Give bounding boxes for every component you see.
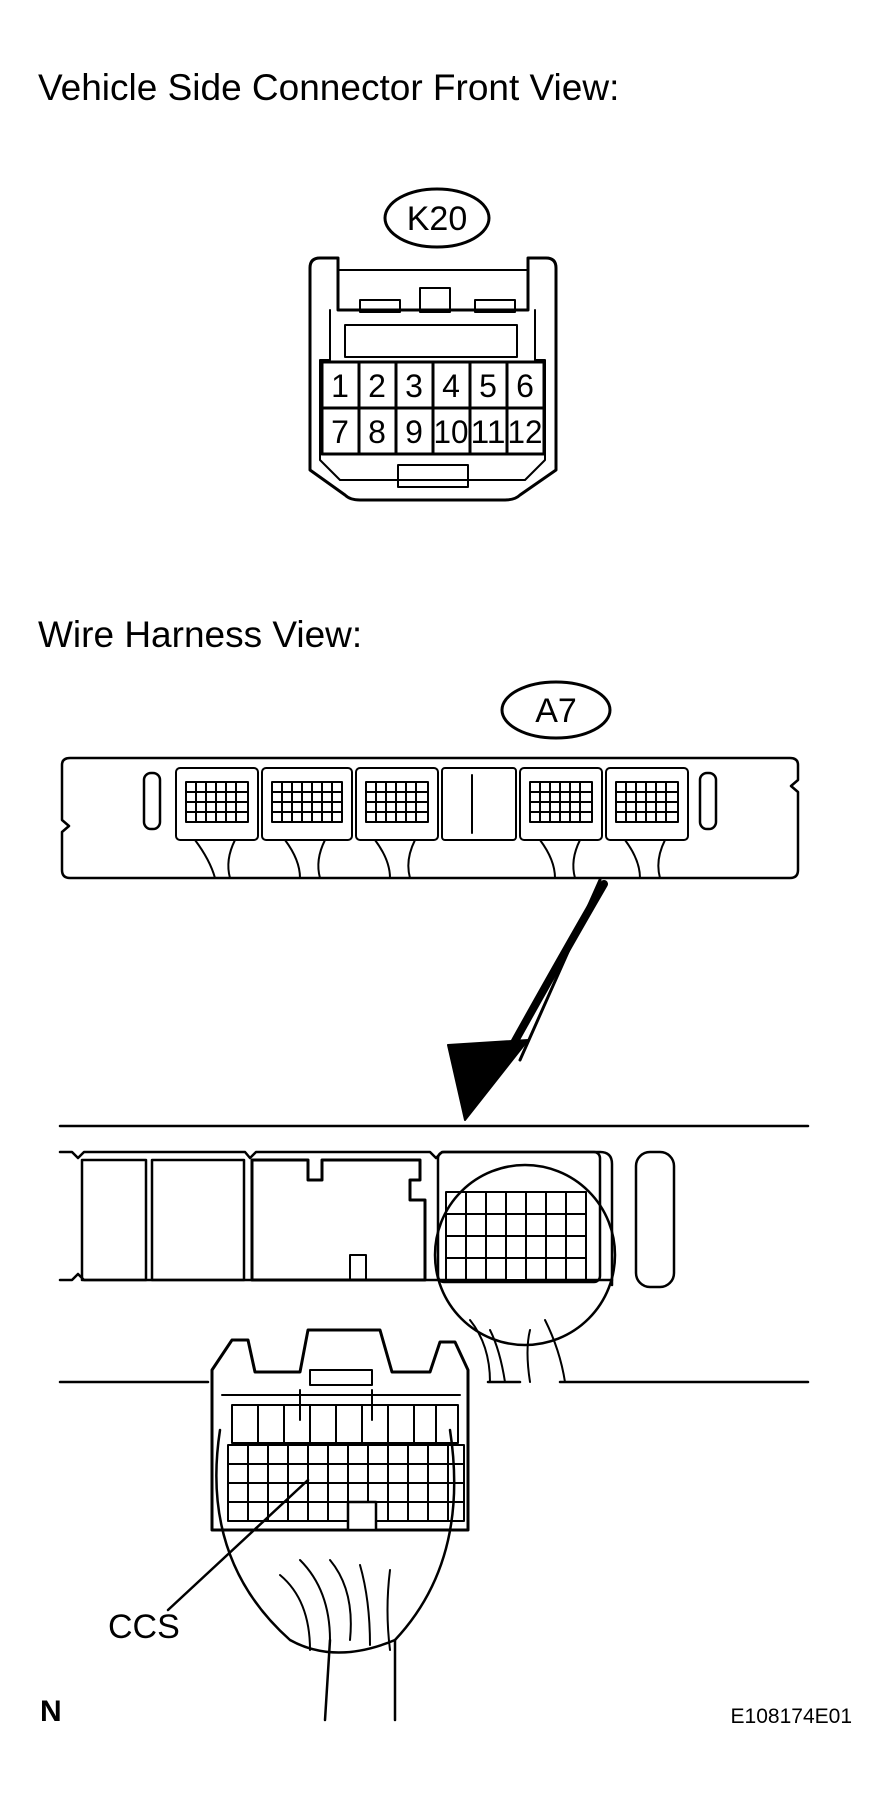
a7-connector-socket (436, 1150, 602, 1284)
k20-pin-1: 1 (331, 368, 349, 404)
k20-body (308, 256, 558, 502)
ecu-connector-2 (261, 767, 353, 841)
a7-harness-connector (166, 1328, 470, 1722)
front-view-heading: Vehicle Side Connector Front View: (38, 67, 620, 108)
ecu-empty-slot (441, 767, 517, 841)
a7-label-oval (500, 680, 612, 740)
a7-label: A7 (535, 692, 577, 730)
ccs-callout: CCS (108, 1608, 180, 1646)
k20-label: K20 (407, 200, 468, 238)
k20-pin-11: 11 (471, 414, 506, 450)
ecu-connector-4 (519, 767, 603, 841)
harness-view-heading: Wire Harness View: (38, 614, 363, 655)
a7-ecu-overview: A7 (60, 680, 800, 880)
corner-mark: N (40, 1695, 62, 1728)
zoom-arrow (447, 878, 608, 1121)
ccs-leader-line (166, 1478, 310, 1612)
k20-label-oval (383, 187, 491, 249)
k20-pin-9: 9 (405, 414, 423, 450)
ecu-connector-a7 (605, 767, 689, 841)
k20-pin-3: 3 (405, 368, 423, 404)
k20-pin-12: 12 (508, 414, 543, 450)
figure-code: E108174E01 (730, 1705, 852, 1728)
k20-pin-2: 2 (368, 368, 386, 404)
k20-pin-4: 4 (442, 368, 460, 404)
harness-detail (58, 1124, 810, 1722)
k20-pin-5: 5 (479, 368, 497, 404)
k20-pin-8: 8 (368, 414, 386, 450)
k20-pin-10: 10 (434, 414, 469, 450)
ecu-connector-3 (355, 767, 439, 841)
k20-connector: K20 1 2 3 4 5 6 7 8 9 10 11 12 (308, 187, 558, 502)
ecu-latch (634, 1150, 676, 1289)
k20-pin-6: 6 (516, 368, 534, 404)
k20-pin-7: 7 (331, 414, 349, 450)
ecu-connector-1 (175, 767, 259, 841)
ecu-housing (60, 756, 800, 880)
